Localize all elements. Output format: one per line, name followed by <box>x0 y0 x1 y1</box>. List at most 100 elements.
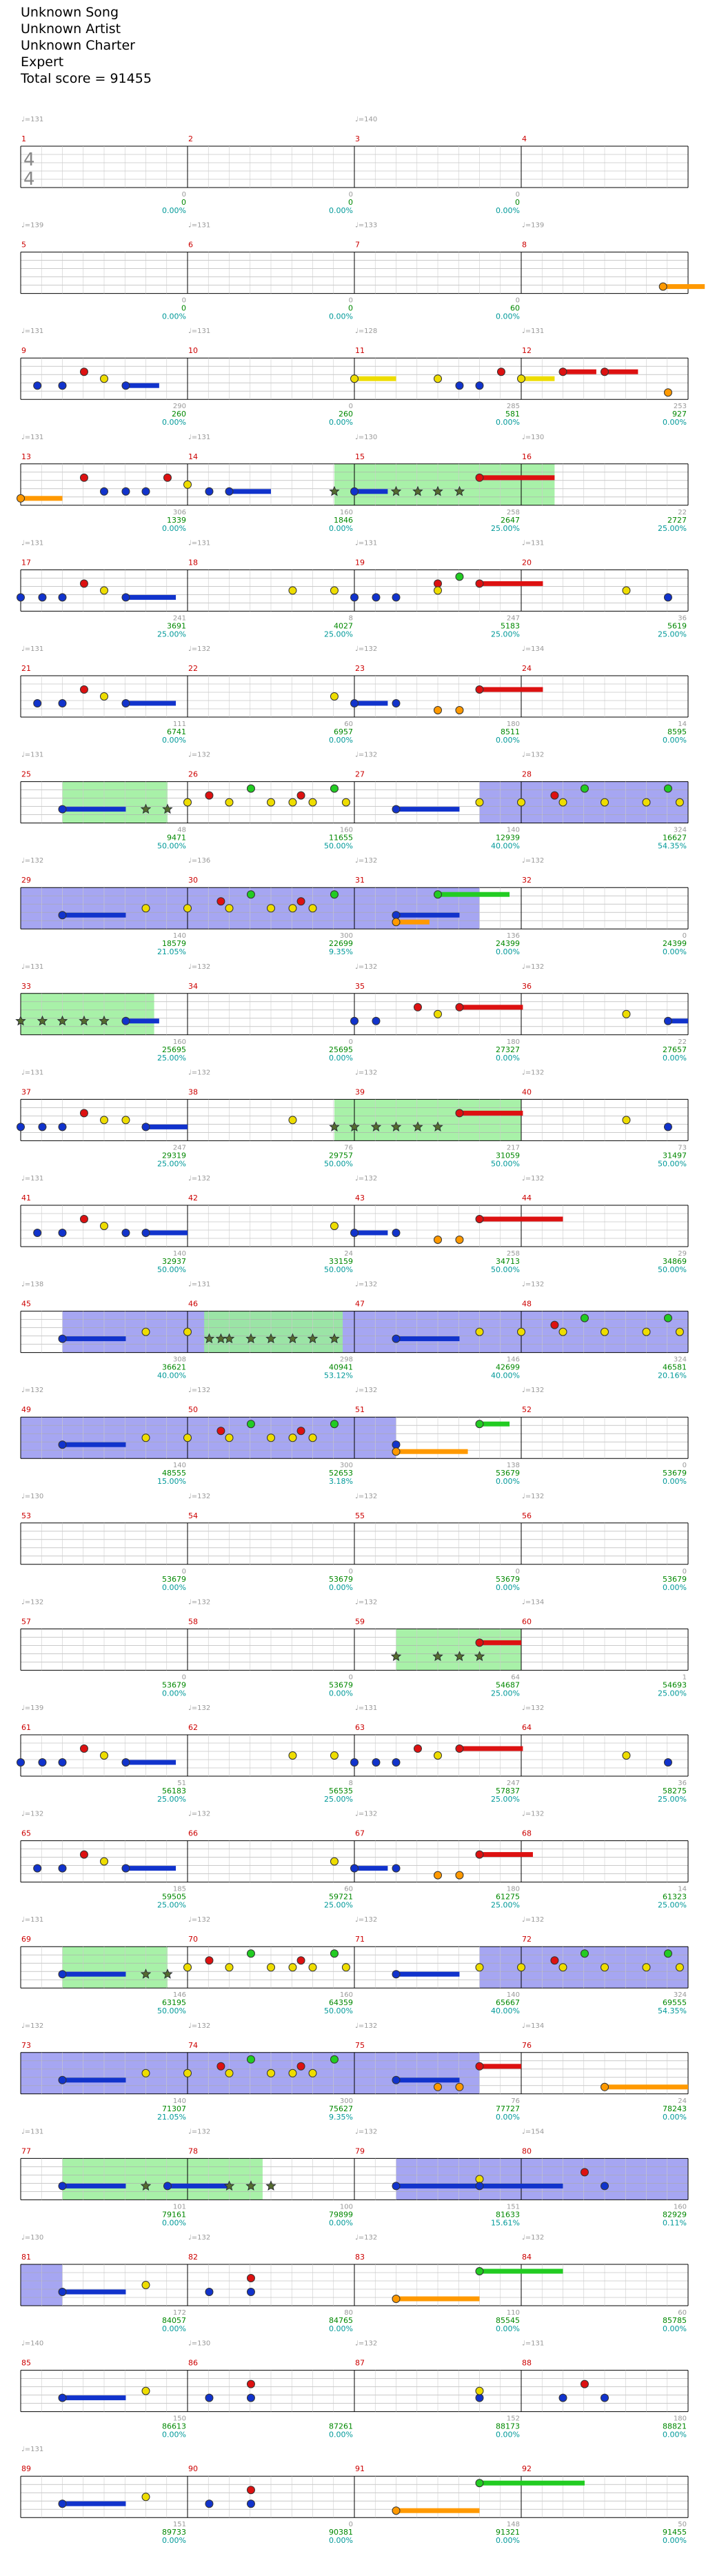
blue-note <box>392 2182 401 2191</box>
measure-number: 60 <box>522 1617 532 1626</box>
tempo-marker: ♩=132 <box>355 1493 377 1500</box>
yellow-note <box>475 1963 484 1972</box>
blue-note <box>350 699 359 707</box>
tempo-marker: ♩=132 <box>522 1916 544 1924</box>
multiplier-percent: 50.00% <box>658 1265 687 1274</box>
note-count: 0 <box>683 932 687 940</box>
blue-note <box>663 1016 672 1025</box>
measure-number: 13 <box>21 452 31 461</box>
tempo-marker: ♩=132 <box>355 857 377 865</box>
yellow-note <box>622 1751 631 1760</box>
green-note <box>330 2055 339 2064</box>
tempo-marker: ♩=130 <box>522 434 544 441</box>
multiplier-percent: 0.00% <box>496 947 520 956</box>
note-count: 140 <box>173 932 186 940</box>
sustain-tail <box>459 1110 523 1116</box>
sustain-tail <box>396 2077 460 2083</box>
yellow-note <box>288 1963 297 1972</box>
measure-score: 42699 <box>496 1363 520 1372</box>
measure-score: 25695 <box>162 1045 186 1054</box>
red-note <box>455 1003 464 1012</box>
measure-score: 4027 <box>334 621 353 630</box>
multiplier-percent: 50.00% <box>324 1159 353 1168</box>
multiplier-percent: 0.00% <box>329 2431 353 2439</box>
multiplier-percent: 0.00% <box>663 1583 687 1592</box>
yellow-note <box>225 2069 234 2077</box>
tempo-marker: ♩=131 <box>21 2446 43 2453</box>
yellow-note <box>141 1327 150 1336</box>
measure-number: 54 <box>188 1511 198 1520</box>
measure-number: 12 <box>522 346 532 355</box>
tempo-marker: ♩=130 <box>355 434 377 441</box>
measure-number: 81 <box>21 2253 31 2262</box>
multiplier-percent: 0.00% <box>663 2536 687 2545</box>
measure-score: 5619 <box>667 621 687 630</box>
note-count: 111 <box>173 721 186 728</box>
orange-note <box>455 1236 464 1244</box>
tempo-marker: ♩=132 <box>355 1281 377 1289</box>
tempo-marker: ♩=131 <box>188 539 210 547</box>
star-note <box>265 2180 276 2191</box>
blue-note <box>58 593 67 602</box>
tempo-marker: ♩=132 <box>21 1387 43 1394</box>
green-note <box>330 890 339 899</box>
note-count: 152 <box>507 2415 520 2423</box>
measure-score: 53679 <box>496 1575 520 1584</box>
orange-note <box>434 1871 442 1880</box>
sustain-tail <box>479 581 543 586</box>
multiplier-percent: 0.00% <box>496 418 520 427</box>
yellow-note <box>308 798 317 807</box>
blue-note <box>58 2075 67 2084</box>
measure-number: 37 <box>21 1087 31 1096</box>
note-count: 8 <box>349 614 353 622</box>
measure-number: 86 <box>188 2359 198 2368</box>
yellow-note <box>100 1857 108 1866</box>
measure-number: 9 <box>21 346 26 355</box>
note-count: 151 <box>173 2521 186 2528</box>
measure-score: 87261 <box>329 2422 353 2431</box>
measure-score: 18579 <box>162 939 186 948</box>
sustain-tail <box>479 1421 510 1427</box>
measure-score: 0 <box>348 304 353 313</box>
blue-note <box>38 1123 47 1131</box>
note-count: 36 <box>678 614 687 622</box>
red-note <box>79 579 88 588</box>
yellow-note <box>434 374 442 383</box>
measure-score: 78243 <box>663 2104 687 2113</box>
green-note <box>580 784 589 793</box>
tempo-marker: ♩=131 <box>21 1175 43 1183</box>
multiplier-percent: 0.00% <box>162 2218 186 2227</box>
red-note <box>296 791 305 800</box>
blue-note <box>100 487 108 496</box>
measure-score: 82929 <box>663 2210 687 2219</box>
blue-note <box>246 2393 255 2402</box>
yellow-note <box>308 1963 317 1972</box>
blue-note <box>663 593 672 602</box>
blue-note <box>58 1970 67 1979</box>
star-note <box>245 2180 256 2191</box>
star-note <box>432 1121 443 1131</box>
red-note <box>558 368 567 376</box>
blue-note <box>58 2499 67 2508</box>
blue-note <box>58 1334 67 1343</box>
measure-score: 46581 <box>663 1363 687 1372</box>
measure-score: 48555 <box>162 1469 186 1478</box>
star-note <box>223 2180 235 2191</box>
measure-number: 89 <box>21 2464 31 2473</box>
tempo-marker: ♩=131 <box>21 116 43 123</box>
blue-note <box>58 699 67 707</box>
blue-note <box>350 593 359 602</box>
measure-number: 71 <box>355 1935 365 1944</box>
measure-number: 83 <box>355 2253 365 2262</box>
measure-number: 90 <box>188 2464 198 2473</box>
time-signature-bottom: 4 <box>23 169 35 190</box>
yellow-note <box>330 1751 339 1760</box>
note-count: 160 <box>340 1991 353 1999</box>
measure-number: 18 <box>188 558 198 567</box>
yellow-note <box>475 798 484 807</box>
tempo-marker: ♩=132 <box>355 1916 377 1924</box>
tempo-marker: ♩=132 <box>522 2234 544 2242</box>
measure-score: 79161 <box>162 2210 186 2219</box>
note-count: 0 <box>683 1462 687 1469</box>
blue-note <box>58 1123 67 1131</box>
